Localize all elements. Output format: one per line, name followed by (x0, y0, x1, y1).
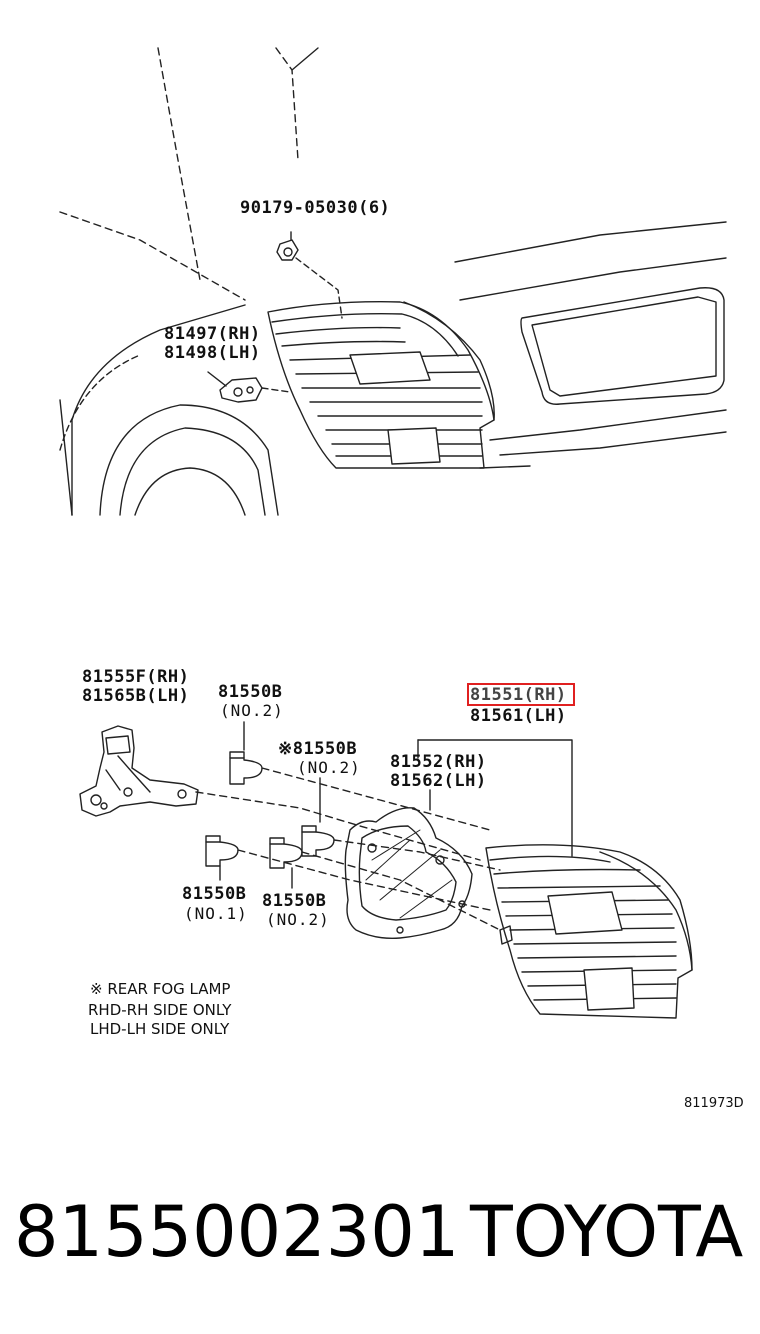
label-bracket-rh: 81497(RH) (164, 324, 261, 344)
label-bulb-fog: ※81550B (278, 739, 358, 759)
label-bulb-top: 81550B (218, 682, 283, 702)
part-number: 8155002301 (14, 1191, 460, 1273)
label-bulb-fog-no: (NO.2) (297, 758, 361, 777)
highlight-box (467, 683, 575, 706)
note-fog-lamp: ※ REAR FOG LAMP (90, 980, 231, 998)
bolt-icon (276, 239, 299, 261)
bulb-no1-icon (205, 835, 239, 867)
label-bracket-lh: 81498(LH) (164, 343, 261, 363)
gasket-icon (344, 807, 473, 940)
label-bulb-no1: 81550B (182, 884, 247, 904)
note-rhd: RHD-RH SIDE ONLY (88, 1001, 232, 1019)
label-lamp-rh[interactable]: 81551(RH) (470, 685, 567, 705)
brand-name: TOYOTA (470, 1191, 744, 1273)
label-gasket-rh: 81552(RH) (390, 752, 487, 772)
figure-code: 811973D (684, 1096, 744, 1111)
bulb-fog-icon (301, 825, 335, 857)
label-bulb-no1-no: (NO.1) (184, 904, 248, 923)
tail-lamp-upper-icon (267, 301, 495, 469)
bracket-icon (219, 377, 263, 403)
bulb-no2-top-icon (229, 751, 263, 785)
label-bulb-no2-no: (NO.2) (266, 910, 330, 929)
socket-holder-icon (79, 725, 199, 817)
label-holder-lh: 81565B(LH) (82, 686, 190, 706)
note-lhd: LHD-LH SIDE ONLY (90, 1020, 230, 1038)
label-holder-rh: 81555F(RH) (82, 667, 190, 687)
label-bulb-top-no: (NO.2) (220, 701, 284, 720)
tail-lamp-lower-icon (485, 844, 693, 1019)
label-bolt: 90179-05030(6) (240, 198, 391, 218)
label-gasket-lh: 81562(LH) (390, 771, 487, 791)
label-lamp-lh: 81561(LH) (470, 706, 567, 726)
label-bulb-no2: 81550B (262, 891, 327, 911)
vehicle-body-outline (59, 47, 727, 516)
